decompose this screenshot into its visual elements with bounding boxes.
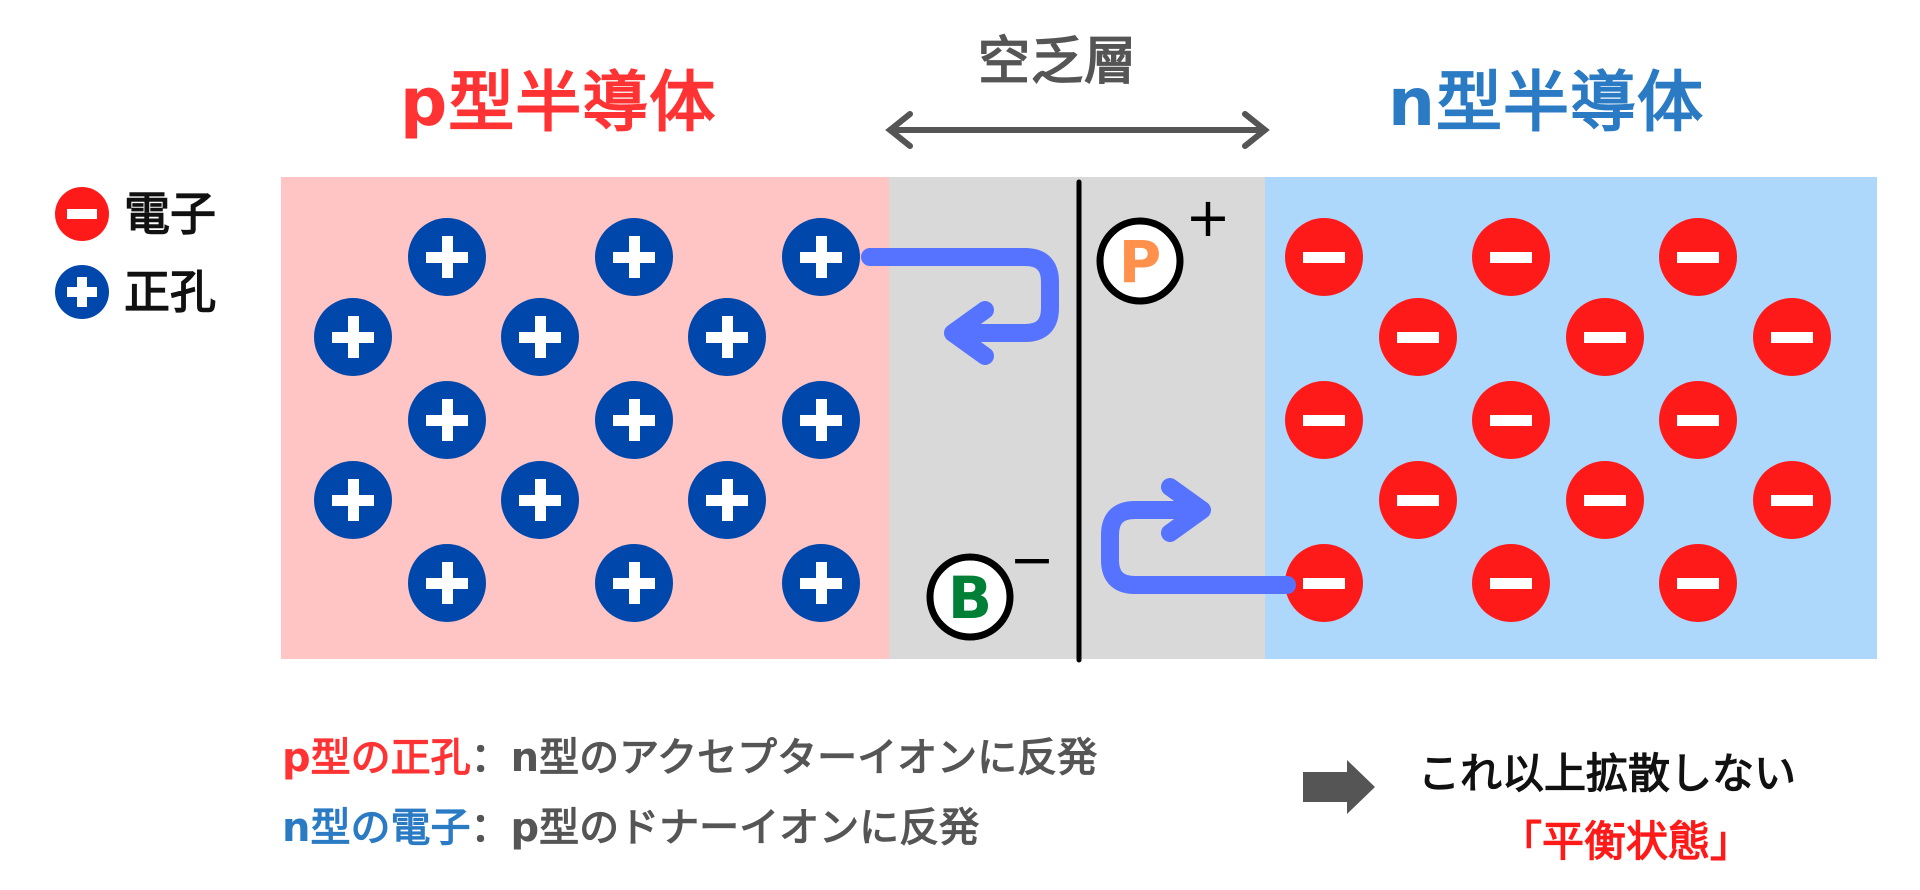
hole	[408, 381, 486, 459]
electron	[1659, 381, 1737, 459]
conclusion-equilibrium: 「平衡状態」	[1500, 817, 1753, 866]
electron	[1285, 381, 1363, 459]
donor-ion: P +	[1096, 186, 1231, 305]
hole	[408, 218, 486, 296]
electron	[1472, 544, 1550, 622]
donor-ion-letter: P	[1119, 228, 1162, 296]
conclusion-line-1: これ以上拡散しない	[1418, 749, 1797, 798]
hole	[782, 544, 860, 622]
hole	[314, 298, 392, 376]
depletion-width-arrow	[885, 111, 1270, 149]
explanation-2-text: p型のドナーイオンに反発	[510, 805, 980, 851]
electron	[1659, 218, 1737, 296]
n-type-title: n型半導体	[1388, 64, 1704, 141]
hole-icon	[55, 265, 109, 319]
explanation-1-sep: ：	[470, 735, 511, 781]
electron-repulsion-arrow	[1101, 478, 1296, 594]
explanation-2-subject: n型の電子	[282, 805, 471, 851]
electron	[1753, 298, 1831, 376]
hole	[501, 298, 579, 376]
electron-icon	[55, 187, 109, 241]
explanation-2-sep: ：	[470, 805, 511, 851]
acceptor-ion-charge: −	[1009, 528, 1054, 591]
legend-electron-label: 電子	[124, 187, 216, 241]
electron	[1659, 544, 1737, 622]
explanation-1-text: n型のアクセプターイオンに反発	[510, 735, 1098, 781]
hole	[688, 298, 766, 376]
donor-ion-charge: +	[1185, 186, 1230, 249]
legend-electron: 電子	[54, 186, 216, 242]
explanation-line-1: p型の正孔：n型のアクセプターイオンに反発	[282, 738, 1097, 778]
hole	[688, 461, 766, 539]
hole	[595, 544, 673, 622]
hole	[408, 544, 486, 622]
electron	[1285, 544, 1363, 622]
electron	[1566, 461, 1644, 539]
acceptor-ion-letter: B	[948, 564, 992, 632]
legend-hole-label: 正孔	[124, 265, 216, 319]
electron	[1566, 298, 1644, 376]
electron	[1285, 218, 1363, 296]
depletion-layer-title: 空乏層	[978, 32, 1138, 92]
conclusion-arrow-icon	[1303, 760, 1375, 814]
hole	[782, 381, 860, 459]
hole	[501, 461, 579, 539]
hole	[782, 218, 860, 296]
legend-hole: 正孔	[54, 264, 216, 320]
explanation-1-subject: p型の正孔	[282, 735, 471, 781]
hole	[595, 381, 673, 459]
hole	[314, 461, 392, 539]
electron-group	[1285, 218, 1831, 622]
acceptor-ion: B −	[926, 528, 1055, 641]
hole-repulsion-arrow	[861, 248, 1059, 365]
p-type-title: p型半導体	[400, 64, 717, 141]
hole	[595, 218, 673, 296]
electron	[1753, 461, 1831, 539]
hole-group	[314, 218, 860, 622]
n-region	[1265, 177, 1877, 659]
electron	[1472, 381, 1550, 459]
electron	[1379, 298, 1457, 376]
explanation-line-2: n型の電子：p型のドナーイオンに反発	[282, 808, 979, 848]
electron	[1472, 218, 1550, 296]
electron	[1379, 461, 1457, 539]
